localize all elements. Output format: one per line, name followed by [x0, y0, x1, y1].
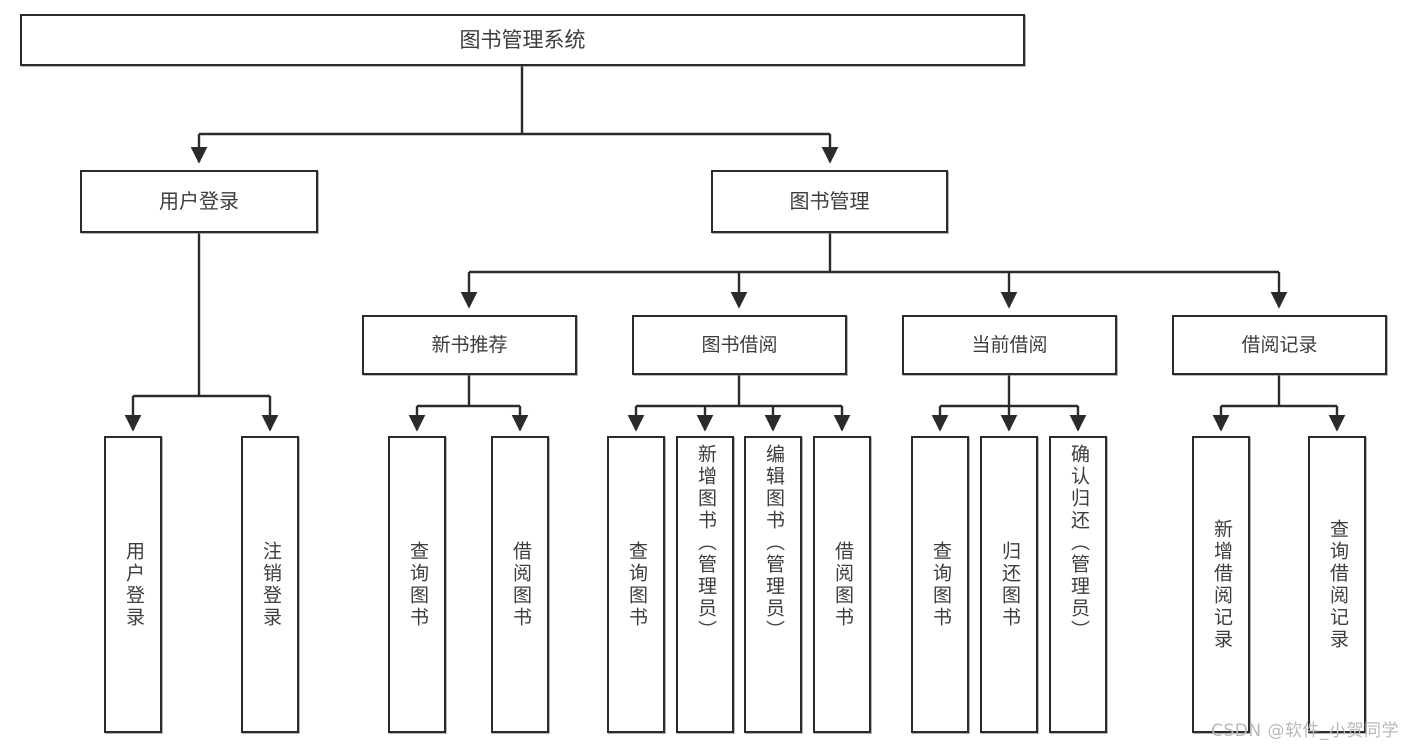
leaf-user-login-login[interactable]: 用户登录: [104, 436, 162, 733]
node-label: 新增图书（管理员）: [694, 444, 717, 642]
leaf-record-query-record[interactable]: 查询借阅记录: [1308, 436, 1366, 733]
node-label: 借阅图书: [509, 540, 532, 629]
node-label: 查询图书: [625, 540, 648, 629]
node-user-login[interactable]: 用户登录: [80, 170, 318, 233]
node-label: 查询借阅记录: [1326, 518, 1349, 651]
node-current-borrow[interactable]: 当前借阅: [902, 315, 1117, 375]
node-label: 查询图书: [929, 540, 952, 629]
node-label: 图书借阅: [701, 333, 778, 356]
leaf-user-login-logout[interactable]: 注销登录: [241, 436, 299, 733]
node-label: 新增借阅记录: [1210, 518, 1233, 651]
node-new-book-recommend[interactable]: 新书推荐: [362, 315, 577, 375]
leaf-current-query-book[interactable]: 查询图书: [911, 436, 969, 733]
leaf-current-return-book[interactable]: 归还图书: [980, 436, 1038, 733]
csdn-watermark: CSDN @软件_小贺同学: [1211, 721, 1399, 741]
node-book-borrow[interactable]: 图书借阅: [632, 315, 847, 375]
node-label: 注销登录: [259, 540, 282, 629]
leaf-borrow-borrow-book[interactable]: 借阅图书: [813, 436, 871, 733]
leaf-recommend-query-book[interactable]: 查询图书: [388, 436, 446, 733]
leaf-borrow-edit-book-admin[interactable]: 编辑图书（管理员）: [744, 436, 802, 733]
leaf-borrow-query-book[interactable]: 查询图书: [607, 436, 665, 733]
leaf-borrow-add-book-admin[interactable]: 新增图书（管理员）: [676, 436, 734, 733]
node-borrow-record[interactable]: 借阅记录: [1172, 315, 1387, 375]
node-label: 查询图书: [406, 540, 429, 629]
node-label: 图书管理: [789, 188, 870, 213]
leaf-current-confirm-return-admin[interactable]: 确认归还（管理员）: [1049, 436, 1107, 733]
node-label: 编辑图书（管理员）: [762, 444, 785, 642]
node-root-system[interactable]: 图书管理系统: [20, 14, 1025, 66]
node-label: 当前借阅: [971, 333, 1048, 356]
node-label: 借阅图书: [831, 540, 854, 629]
node-label: 用户登录: [159, 188, 239, 213]
leaf-recommend-borrow-book[interactable]: 借阅图书: [491, 436, 549, 733]
node-label: 用户登录: [122, 540, 145, 629]
node-label: 图书管理系统: [459, 27, 586, 52]
leaf-record-add-record[interactable]: 新增借阅记录: [1192, 436, 1250, 733]
node-label: 新书推荐: [431, 333, 508, 356]
node-label: 确认归还（管理员）: [1067, 444, 1090, 642]
node-label: 借阅记录: [1241, 333, 1318, 356]
node-label: 归还图书: [998, 540, 1021, 629]
node-book-management[interactable]: 图书管理: [711, 170, 948, 233]
